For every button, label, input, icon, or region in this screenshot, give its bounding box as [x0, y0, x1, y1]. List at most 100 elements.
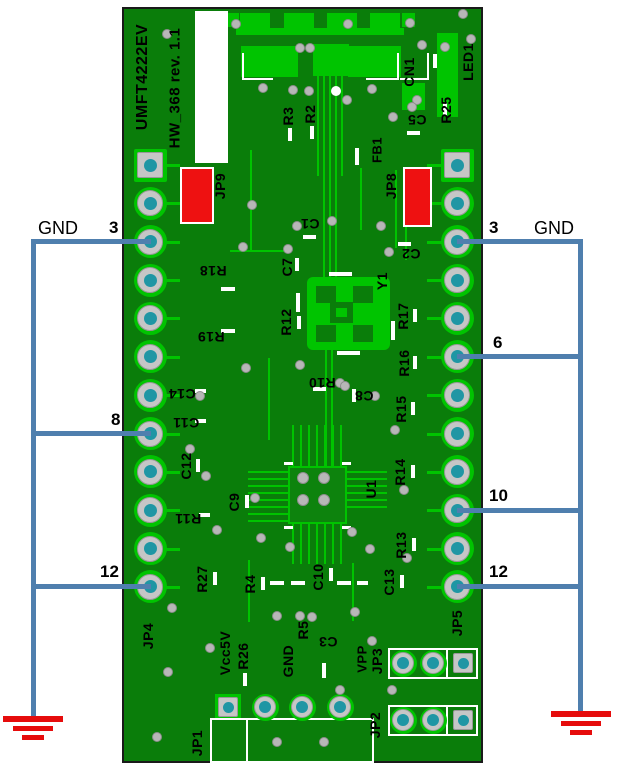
via [370, 391, 380, 401]
trace [248, 513, 288, 515]
pin-stub [162, 355, 180, 359]
silk-mark [329, 568, 333, 581]
silk-jp3: JP3 [369, 647, 385, 675]
silk-vpp: VPP [354, 645, 370, 673]
silk-mark [303, 235, 316, 239]
pin-stub [427, 355, 445, 359]
right-pin-6-label: 6 [493, 333, 503, 352]
silk-r5: R5 [295, 620, 311, 640]
pin-hole [450, 196, 464, 210]
silk-r11: R11 [174, 511, 202, 527]
silk-mark [270, 581, 284, 585]
via [295, 43, 305, 53]
via [212, 525, 222, 535]
trace [324, 425, 326, 466]
silk-mark [243, 673, 247, 686]
pin-stub [427, 547, 445, 551]
silk-mark [221, 287, 235, 291]
left-gnd-wire-pin12 [31, 584, 151, 589]
via [367, 636, 377, 646]
silk-c8: C8 [354, 388, 374, 404]
via [405, 18, 415, 28]
via [342, 95, 352, 105]
pin-hole [450, 427, 464, 441]
left-pin-3-label: 3 [109, 218, 119, 237]
silk-mark [446, 705, 448, 736]
trace [324, 524, 326, 564]
silk-c14: C14 [168, 386, 196, 402]
right-gnd-wire-pin10 [457, 508, 583, 513]
pin-stub [162, 279, 180, 283]
silk-r15: R15 [393, 395, 409, 423]
pad-hole [427, 714, 439, 726]
silk-mark [398, 242, 411, 246]
right-gnd-wire-pin12 [457, 584, 583, 589]
trace [323, 76, 325, 176]
trace [230, 250, 292, 252]
trace [316, 524, 318, 564]
header-left-pin-11 [137, 535, 163, 562]
right-gnd-bus [578, 239, 583, 714]
via [347, 527, 357, 537]
via [335, 685, 345, 695]
ic-via [318, 472, 330, 484]
trace [248, 492, 288, 494]
jumper-jp9 [180, 167, 214, 224]
left-pin-8-label: 8 [111, 410, 121, 429]
trace [332, 425, 334, 466]
silk-jp2: JP2 [367, 711, 383, 739]
trace [248, 560, 250, 622]
silk-mark [195, 419, 206, 423]
silk-u1: U1 [363, 479, 379, 499]
silk-mark [413, 356, 417, 369]
trace [347, 492, 387, 494]
silk-mark [242, 78, 273, 80]
pin-stub [427, 164, 445, 167]
connector-outline-jp1 [210, 718, 374, 763]
via [388, 112, 398, 122]
silk-mark [296, 293, 300, 312]
trace [395, 170, 397, 248]
silk-mark [446, 648, 448, 679]
via [340, 381, 350, 391]
silk-jp4: JP4 [140, 622, 156, 650]
right-ground-symbol-bar1 [551, 711, 611, 717]
pin-hole [143, 311, 157, 325]
pin-stub [427, 585, 445, 589]
pin-stub [162, 240, 180, 244]
trace [335, 76, 337, 176]
via [458, 9, 468, 19]
trace [329, 76, 331, 176]
pad-hole [296, 701, 308, 713]
via [417, 40, 427, 50]
pin-hole [450, 158, 464, 172]
pad-hole [397, 657, 409, 669]
via [258, 83, 268, 93]
silk-jp9: JP9 [212, 172, 228, 200]
via [295, 611, 305, 621]
via [272, 611, 282, 621]
silk-c10: C10 [310, 563, 326, 591]
silk-c12: C12 [178, 452, 194, 480]
via [402, 553, 412, 563]
trace [332, 524, 334, 564]
pin-stub [427, 470, 445, 474]
silk-led1: LED1 [460, 43, 476, 81]
trace [352, 563, 354, 621]
silk-mark [261, 577, 265, 590]
via [319, 737, 329, 747]
pin-stub [427, 509, 445, 513]
left-ground-symbol-bar3 [22, 735, 44, 740]
pin-hole [143, 350, 157, 364]
pad-hole [457, 657, 469, 669]
left-ground-symbol-bar2 [13, 726, 53, 731]
silk-mark [337, 581, 351, 585]
via [343, 19, 353, 29]
right-gnd-wire-pin6 [457, 354, 583, 359]
via [205, 643, 215, 653]
trace [347, 499, 387, 501]
pin-stub [162, 547, 180, 551]
silk-mark [400, 78, 429, 80]
silk-c13: C13 [381, 568, 397, 596]
